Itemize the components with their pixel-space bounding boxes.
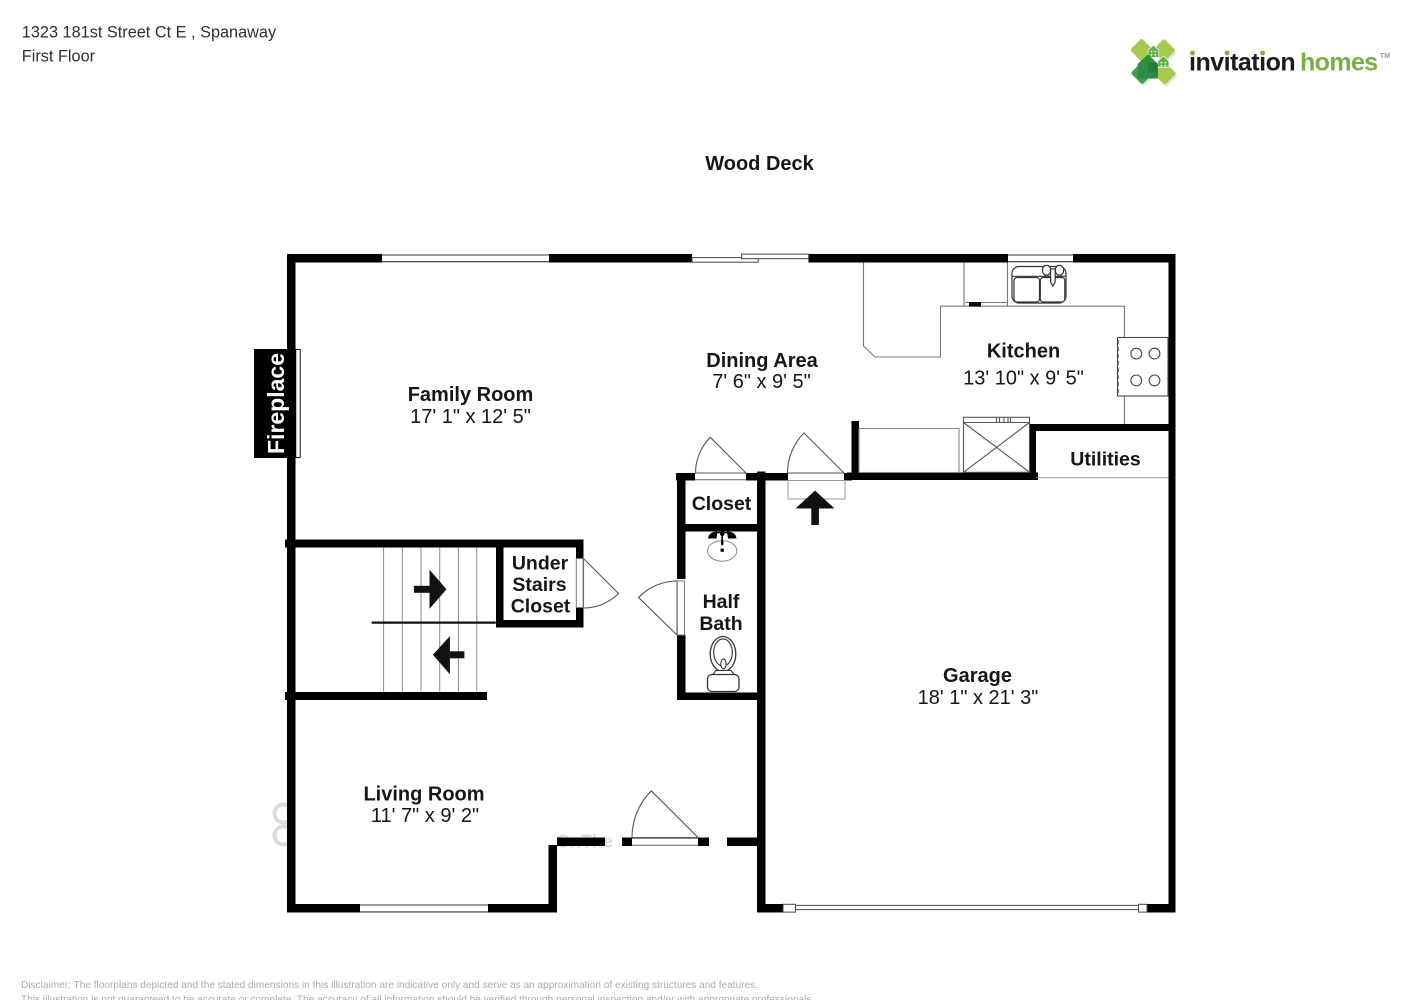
svg-text:Utilities: Utilities: [1070, 449, 1141, 471]
svg-text:7' 6" x 9' 5": 7' 6" x 9' 5": [712, 371, 811, 393]
svg-text:Family Room: Family Room: [408, 384, 534, 406]
svg-text:Dining Area: Dining Area: [706, 350, 818, 372]
svg-text:Under: Under: [512, 553, 569, 575]
svg-text:TM: TM: [1380, 53, 1390, 60]
svg-text:Kitchen: Kitchen: [987, 341, 1060, 363]
svg-text:Fireplace: Fireplace: [263, 353, 289, 454]
svg-text:Bath: Bath: [699, 613, 742, 635]
svg-text:1323 181st Street Ct E , Spana: 1323 181st Street Ct E , Spanaway: [22, 24, 277, 42]
svg-text:This illustration is not guara: This illustration is not guaranteed to b…: [21, 995, 814, 1000]
svg-text:Disclaimer: The floorplans dep: Disclaimer: The floorplans depicted and …: [21, 980, 758, 991]
svg-text:homes: homes: [1300, 49, 1378, 77]
svg-text:17' 1" x 12' 5": 17' 1" x 12' 5": [410, 406, 531, 428]
svg-text:Garage: Garage: [943, 665, 1012, 687]
svg-text:Wood Deck: Wood Deck: [705, 153, 814, 175]
svg-text:Half: Half: [703, 591, 740, 613]
svg-text:18' 1" x 21' 3": 18' 1" x 21' 3": [918, 687, 1039, 709]
svg-text:Stairs: Stairs: [512, 574, 566, 596]
svg-text:Closet: Closet: [692, 493, 752, 515]
svg-text:ınvıtatıon: ınvıtatıon: [1189, 49, 1295, 77]
svg-text:First Floor: First Floor: [22, 48, 96, 66]
svg-text:13' 10" x 9' 5": 13' 10" x 9' 5": [963, 368, 1084, 390]
svg-text:Living Room: Living Room: [363, 784, 484, 806]
svg-text:Closet: Closet: [511, 596, 571, 618]
svg-text:11' 7" x 9' 2": 11' 7" x 9' 2": [371, 805, 479, 827]
